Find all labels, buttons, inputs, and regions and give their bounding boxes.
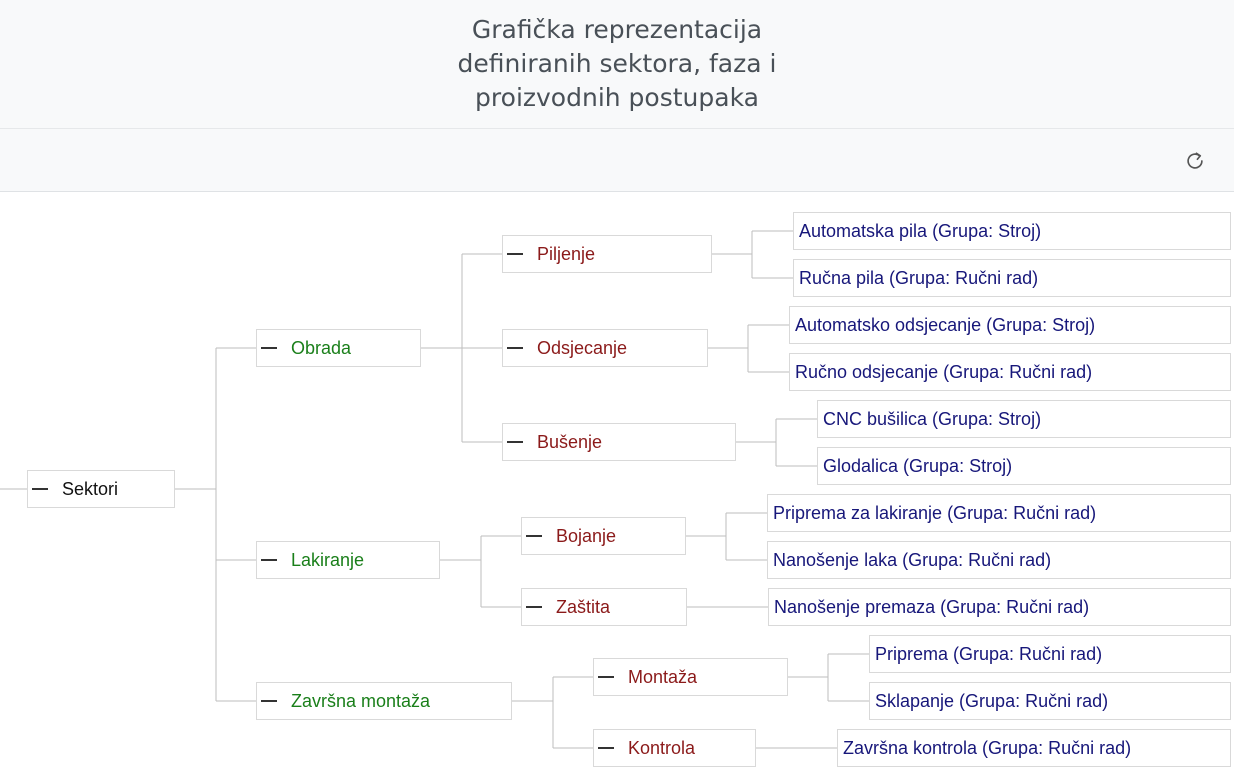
tree-node-process[interactable]: Glodalica (Grupa: Stroj): [817, 447, 1231, 485]
collapse-toggle[interactable]: [507, 347, 523, 349]
tree-node-phase[interactable]: Montaža: [593, 658, 788, 696]
collapse-toggle[interactable]: [507, 441, 523, 443]
tree-node-phase[interactable]: Bojanje: [521, 517, 686, 555]
tree-node-process[interactable]: Završna kontrola (Grupa: Ručni rad): [837, 729, 1231, 767]
tree-node-process[interactable]: CNC bušilica (Grupa: Stroj): [817, 400, 1231, 438]
tree-node-phase[interactable]: Piljenje: [502, 235, 712, 273]
tree-node-phase[interactable]: Bušenje: [502, 423, 736, 461]
collapse-toggle[interactable]: [261, 347, 277, 349]
node-label: Završna kontrola (Grupa: Ručni rad): [843, 737, 1132, 758]
tree-node-phase[interactable]: Kontrola: [593, 729, 756, 767]
collapse-toggle[interactable]: [526, 535, 542, 537]
collapse-toggle[interactable]: [598, 747, 614, 749]
node-label: Sklapanje (Grupa: Ručni rad): [875, 690, 1109, 711]
node-label: Automatska pila (Grupa: Stroj): [799, 220, 1042, 241]
tree-node-process[interactable]: Priprema (Grupa: Ručni rad): [869, 635, 1231, 673]
node-label: CNC bušilica (Grupa: Stroj): [823, 408, 1042, 429]
collapse-toggle[interactable]: [526, 606, 542, 608]
node-label: Završna montaža: [291, 690, 431, 711]
page-header: Grafička reprezentacija definiranih sekt…: [0, 0, 1234, 129]
toolbar: [0, 129, 1234, 192]
node-label: Bušenje: [537, 431, 603, 452]
node-label: Priprema (Grupa: Ručni rad): [875, 643, 1103, 664]
tree-node-process[interactable]: Nanošenje premaza (Grupa: Ručni rad): [768, 588, 1231, 626]
refresh-icon: [1187, 152, 1203, 169]
node-label: Priprema za lakiranje (Grupa: Ručni rad): [773, 502, 1097, 523]
tree-node-process[interactable]: Priprema za lakiranje (Grupa: Ručni rad): [767, 494, 1231, 532]
tree-node-root[interactable]: Sektori: [27, 470, 175, 508]
node-label: Ručno odsjecanje (Grupa: Ručni rad): [795, 361, 1093, 382]
collapse-toggle[interactable]: [507, 253, 523, 255]
node-label: Glodalica (Grupa: Stroj): [823, 455, 1013, 476]
tree-node-sector[interactable]: Obrada: [256, 329, 421, 367]
tree-node-phase[interactable]: Zaštita: [521, 588, 687, 626]
tree-node-process[interactable]: Nanošenje laka (Grupa: Ručni rad): [767, 541, 1231, 579]
tree-node-sector[interactable]: Lakiranje: [256, 541, 440, 579]
collapse-toggle[interactable]: [261, 700, 277, 702]
page-title: Grafička reprezentacija definiranih sekt…: [457, 15, 777, 112]
tree-node-process[interactable]: Sklapanje (Grupa: Ručni rad): [869, 682, 1231, 720]
tree-node-process[interactable]: Automatsko odsjecanje (Grupa: Stroj): [789, 306, 1231, 344]
node-label: Piljenje: [537, 243, 596, 264]
node-label: Sektori: [62, 478, 119, 499]
tree-node-process[interactable]: Ručno odsjecanje (Grupa: Ručni rad): [789, 353, 1231, 391]
tree-node-sector[interactable]: Završna montaža: [256, 682, 512, 720]
node-label: Ručna pila (Grupa: Ručni rad): [799, 267, 1039, 288]
node-label: Zaštita: [556, 596, 611, 617]
node-label: Nanošenje laka (Grupa: Ručni rad): [773, 549, 1052, 570]
node-label: Lakiranje: [291, 549, 365, 570]
tree-node-phase[interactable]: Odsjecanje: [502, 329, 708, 367]
node-label: Odsjecanje: [537, 337, 628, 358]
tree-node-process[interactable]: Ručna pila (Grupa: Ručni rad): [793, 259, 1231, 297]
node-label: Obrada: [291, 337, 352, 358]
node-label: Automatsko odsjecanje (Grupa: Stroj): [795, 314, 1096, 335]
collapse-toggle[interactable]: [32, 488, 48, 490]
refresh-button[interactable]: [1180, 147, 1210, 175]
node-label: Kontrola: [628, 737, 696, 758]
collapse-toggle[interactable]: [598, 676, 614, 678]
node-label: Montaža: [628, 666, 698, 687]
collapse-toggle[interactable]: [261, 559, 277, 561]
node-label: Bojanje: [556, 525, 617, 546]
tree-node-process[interactable]: Automatska pila (Grupa: Stroj): [793, 212, 1231, 250]
node-label: Nanošenje premaza (Grupa: Ručni rad): [774, 596, 1090, 617]
